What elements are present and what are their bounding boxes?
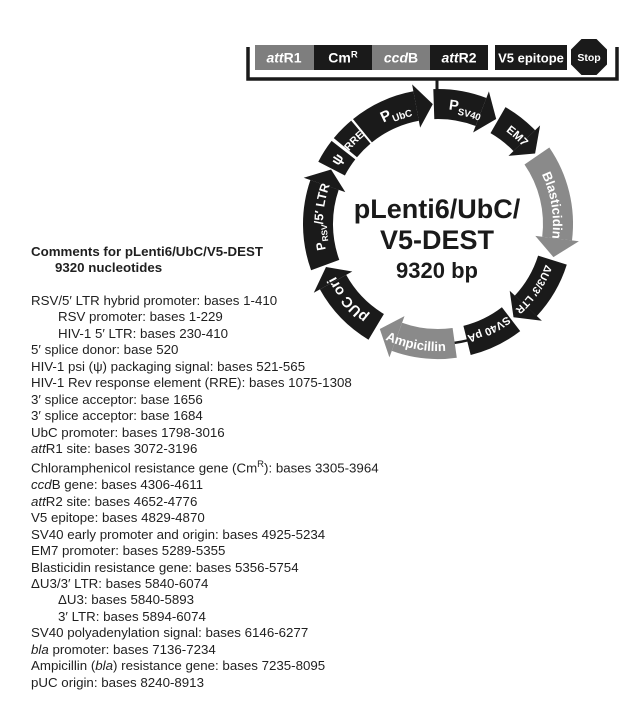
attR1-label: attR1 (266, 50, 301, 66)
rsv-5ltr-promoter-arrowhead (303, 169, 346, 193)
sv40-pa-band (463, 307, 521, 355)
comment-line: attR1 site: bases 3072-3196 (31, 440, 198, 456)
comment-line: 3′ splice acceptor: base 1684 (31, 408, 203, 424)
comment-line: EM7 promoter: bases 5289-5355 (31, 543, 226, 559)
segment-blasticidin-resistance: Blasticidin (524, 147, 579, 258)
cassette-bracket (246, 47, 619, 81)
attR2-label: attR2 (441, 50, 476, 66)
rsv-5ltr-promoter-band (302, 180, 340, 271)
comment-line: pUC origin: bases 8240-8913 (31, 674, 204, 690)
comments-subheading: 9320 nucleotides (55, 260, 163, 276)
segment-ampicillin-resistance: Ampicillin (379, 316, 457, 360)
comment-line: RSV/5′ LTR hybrid promoter: bases 1-410 (31, 292, 278, 308)
comment-line: Blasticidin resistance gene: bases 5356-… (31, 559, 299, 575)
comment-line: 3′ splice acceptor: base 1656 (31, 391, 203, 407)
segment-em7-promoter: EM7 (490, 107, 541, 156)
comment-line: Chloramphenicol resistance gene (CmR): b… (31, 459, 379, 476)
ccdB-box (372, 45, 430, 70)
comment-line: attR2 site: bases 4652-4776 (31, 493, 198, 509)
segment-puc-ori: pUC ori (313, 267, 384, 340)
plasmid-name-line1: pLenti6/UbC/ (354, 194, 521, 224)
ubc-promoter-band (353, 91, 419, 143)
stop-label: Stop (577, 52, 600, 64)
plasmid-size-label: 9320 bp (396, 258, 478, 283)
ampicillin-resistance-arrowhead (379, 316, 405, 358)
puc-ori-band (319, 274, 384, 340)
segment-ubc-promoter: PUbC (353, 84, 433, 143)
delta-u3-3ltr-arrowhead (509, 290, 542, 321)
v5-epitope-box (495, 45, 567, 70)
comment-line: UbC promoter: bases 1798-3016 (31, 424, 225, 440)
blasticidin-resistance-band (524, 147, 574, 241)
segment-sv40-promoter: PSV40 (433, 89, 497, 133)
v5-epitope-label: V5 epitope (498, 51, 564, 66)
comment-line: RSV promoter: bases 1-229 (58, 309, 223, 325)
comment-line: 3′ LTR: bases 5894-6074 (58, 608, 206, 624)
comments-heading: Comments for pLenti6/UbC/V5-DEST (31, 244, 263, 259)
plasmid-center-text: pLenti6/UbC/ V5-DEST 9320 bp (354, 194, 521, 283)
psi-packaging-signal-band (318, 140, 356, 176)
comment-line: ΔU3: bases 5840-5893 (58, 592, 195, 608)
attR2-box (430, 45, 488, 70)
comments-block: Comments for pLenti6/UbC/V5-DEST 9320 nu… (31, 244, 379, 691)
comment-line: Ampicillin (bla) resistance gene: bases … (31, 658, 326, 674)
segment-delta-u3-3ltr: ΔU3/3′ LTR (509, 255, 567, 321)
em7-promoter-arrowhead (508, 125, 541, 156)
comment-line: HIV-1 psi (ψ) packaging signal: bases 52… (31, 358, 306, 374)
comment-line: ccdB gene: bases 4306-4611 (31, 477, 204, 493)
ubc-promoter-arrowhead (412, 84, 433, 128)
stop-octagon (571, 39, 607, 75)
rre-band (333, 120, 371, 158)
puc-ori-arrowhead (313, 267, 353, 293)
comment-line: ΔU3/3′ LTR: bases 5840-6074 (31, 576, 209, 592)
comment-line: SV40 polyadenylation signal: bases 6146-… (31, 625, 309, 641)
plasmid-map: attR1 CmR ccdB attR2 V5 epitope Stop PRS… (246, 39, 619, 360)
cmR-label: CmR (328, 50, 358, 66)
em7-promoter-band (490, 107, 536, 152)
comment-line: bla promoter: bases 7136-7234 (31, 641, 216, 657)
ampicillin-resistance-band (391, 322, 457, 360)
segment-rsv-5ltr-promoter: PRSV/5′ LTR (302, 169, 346, 271)
ccdB-label: ccdB (384, 50, 418, 66)
attR1-box (255, 45, 314, 70)
delta-u3-3ltr-band (514, 255, 567, 317)
blasticidin-resistance-arrowhead (535, 235, 579, 258)
segment-sv40-pa: SV40 pA (463, 307, 521, 355)
comment-line: 5′ splice donor: base 520 (31, 342, 179, 358)
segment-psi-packaging-signal: ψ (318, 140, 356, 176)
comment-line: HIV-1 Rev response element (RRE): bases … (31, 375, 352, 391)
cassette-row: attR1 CmR ccdB attR2 V5 epitope Stop (255, 39, 607, 75)
sv40-promoter-arrowhead (473, 91, 497, 133)
comment-line: HIV-1 5′ LTR: bases 230-410 (58, 325, 229, 341)
plasmid-name-line2: V5-DEST (380, 225, 495, 255)
comment-line: V5 epitope: bases 4829-4870 (31, 510, 205, 526)
comment-line: SV40 early promoter and origin: bases 49… (31, 526, 326, 542)
sv40-promoter-band (433, 89, 487, 126)
cmR-box (314, 45, 372, 70)
